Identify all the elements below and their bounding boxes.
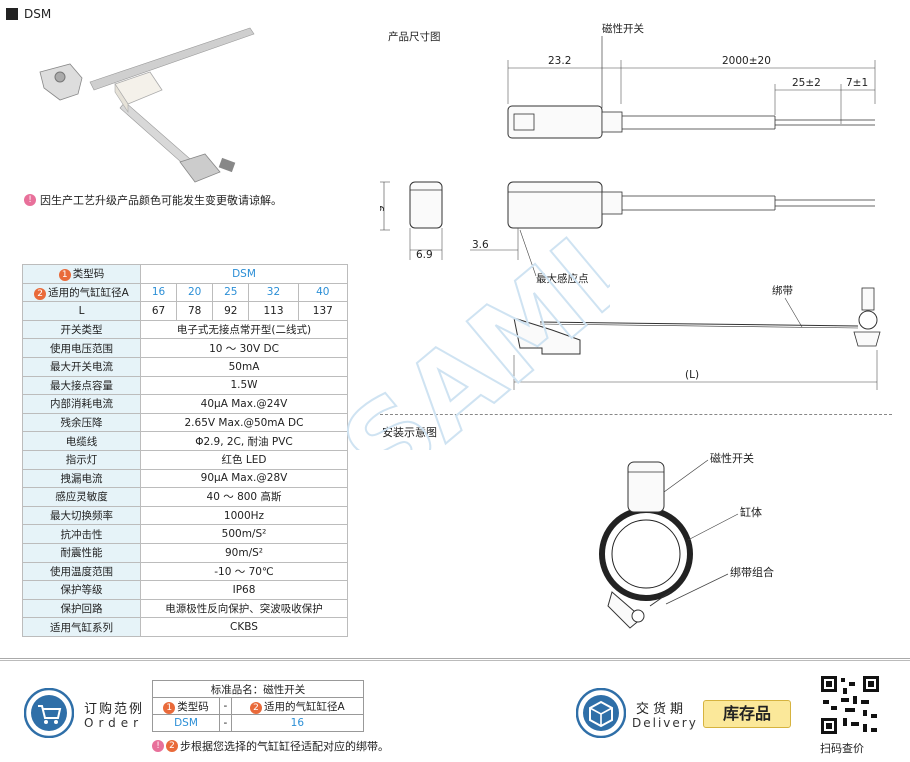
- section-header: DSM: [6, 6, 51, 22]
- table-row: 保护回路电源极性反向保护、突波吸收保护: [22, 598, 348, 619]
- table-row: 使用温度范围-10 ～ 70℃: [22, 561, 348, 582]
- order-title-cn: 订购范例: [84, 702, 145, 717]
- bore-value: 16: [139, 282, 178, 303]
- std-name: 标准品名：磁性开关: [152, 680, 364, 698]
- number-two-icon: 2: [34, 287, 47, 300]
- order-title-en: Order: [84, 716, 144, 730]
- order-dash: -: [219, 714, 232, 732]
- bore-value: 25: [212, 282, 250, 303]
- dim-7: 7±1: [846, 77, 868, 89]
- l-value: 113: [248, 301, 299, 321]
- product-photo: [39, 27, 255, 183]
- number-two-icon: 2: [250, 701, 262, 714]
- stock-badge: 库存品: [703, 700, 791, 728]
- delivery-box-icon: [576, 688, 626, 738]
- exclamation-icon: !: [24, 194, 36, 206]
- section-divider: [380, 414, 892, 415]
- install-drawing: 安装示意图 磁性开关 缸体 绑带组合: [382, 425, 774, 629]
- order-val1: DSM: [151, 714, 221, 732]
- install-cyl-label: 缸体: [740, 505, 762, 519]
- bore-value: 20: [176, 282, 214, 303]
- table-row: 标准品名：磁性开关: [152, 680, 364, 698]
- delivery-title-en: Delivery: [632, 716, 698, 730]
- dim-9: 9: [380, 205, 387, 212]
- dim-l: (L): [685, 369, 699, 381]
- number-one-icon: 1: [163, 701, 176, 714]
- table-row: DSM - 16: [151, 714, 365, 732]
- cart-icon: [24, 688, 74, 738]
- l-value: 67: [139, 301, 178, 321]
- install-band-label: 绑带组合: [730, 565, 774, 579]
- number-one-icon: 1: [58, 269, 71, 282]
- order-note: ! 2 步根据您选择的气缸缸径适配对应的绑带。: [152, 738, 389, 754]
- dim-3-6: 3.6: [472, 239, 489, 251]
- exclamation-icon: !: [152, 740, 164, 752]
- color-change-note: ! 因生产工艺升级产品颜色可能发生变更敬请谅解。: [24, 192, 282, 208]
- dim-23: 23.2: [548, 55, 571, 67]
- switch-label: 磁性开关: [602, 22, 644, 35]
- l-value: 137: [297, 301, 349, 321]
- band-label: 绑带: [772, 285, 793, 297]
- order-dash: -: [219, 697, 232, 715]
- number-two-icon: 2: [166, 740, 178, 752]
- l-value: 78: [176, 301, 214, 321]
- dims-title: 产品尺寸图: [388, 30, 441, 43]
- table-row: L 67 78 92 113 137: [22, 301, 349, 321]
- bore-value: 40: [297, 282, 349, 303]
- qr-caption: 扫码查价: [820, 742, 864, 755]
- order-panel: [0, 660, 910, 762]
- dim-6-9: 6.9: [416, 249, 433, 261]
- dim-25: 25±2: [792, 77, 821, 89]
- table-row: 指示灯红色 LED: [22, 449, 348, 470]
- bore-value: 32: [248, 282, 299, 303]
- header-square-icon: [6, 8, 18, 20]
- header-title: DSM: [24, 7, 52, 21]
- install-switch-label: 磁性开关: [710, 451, 754, 465]
- section-divider: [0, 658, 910, 659]
- l-value: 92: [212, 301, 250, 321]
- dimension-drawing: 产品尺寸图 磁性开关 23.2 2000±20 25±2 7±1 9 6.9 3…: [380, 22, 881, 390]
- sense-label: 最大感应点: [536, 272, 589, 285]
- table-row: 开关类型电子式无接点常开型(二线式): [22, 319, 348, 340]
- order-val2: 16: [230, 714, 365, 732]
- l-label: L: [22, 301, 141, 321]
- dim-2000: 2000±20: [722, 55, 771, 67]
- qr-code[interactable]: [819, 674, 881, 736]
- type-code-value: DSM: [140, 264, 348, 284]
- delivery-title-cn: 交货期: [636, 702, 688, 717]
- install-title: 安装示意图: [382, 425, 437, 439]
